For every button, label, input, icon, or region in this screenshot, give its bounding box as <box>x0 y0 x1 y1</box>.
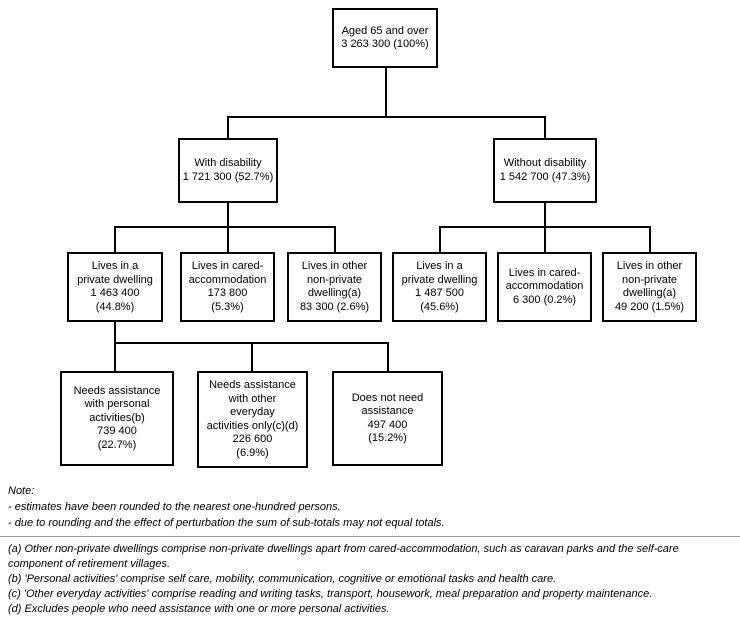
node-value: 49 200 (1.5%) <box>614 300 685 313</box>
node-wod-cared-accommodation: Lives in cared- accommodation 6 300 (0.2… <box>497 252 592 322</box>
node-label: non-private <box>621 273 678 286</box>
node-value: (22.7%) <box>97 438 137 451</box>
node-label: assistance <box>361 405 414 417</box>
node-value: 1 487 500 <box>415 287 464 299</box>
node-value: 497 400 <box>367 418 408 431</box>
node-value: 1 463 400 <box>90 287 140 299</box>
notes-title: Note: <box>8 485 35 497</box>
node-label: with personal <box>84 398 150 411</box>
node-value: 173 800 <box>207 287 248 299</box>
node-value: (44.8%) <box>95 300 135 313</box>
notes-section: Note: - estimates have been rounded to t… <box>8 483 734 531</box>
node-label: accommodation <box>188 273 267 286</box>
node-label: Lives in cared- <box>508 266 581 279</box>
note-line: - due to rounding and the effect of pert… <box>8 517 445 529</box>
node-wd-other-non-private: Lives in other non-private dwelling(a) 8… <box>287 252 382 322</box>
node-value: 1 721 300 (52.7%) <box>182 170 274 183</box>
node-with-disability: With disability 1 721 300 (52.7%) <box>178 138 278 203</box>
node-label: Needs assistance <box>209 379 296 391</box>
node-label: Lives in other <box>301 260 368 272</box>
node-value: 83 300 (2.6%) <box>299 300 370 313</box>
note-line: - estimates have been rounded to the nea… <box>8 501 341 513</box>
node-label: Lives in cared- <box>191 260 264 272</box>
node-label: Needs assistance <box>73 384 161 397</box>
node-label: Lives in other <box>616 260 683 272</box>
node-needs-personal-assistance: Needs assistance with personal activitie… <box>60 371 174 466</box>
node-without-disability: Without disability 1 542 700 (47.3%) <box>493 138 597 203</box>
node-value: 226 600 <box>232 433 273 445</box>
node-value: 739 400 <box>97 425 137 438</box>
node-label: With disability <box>194 157 262 169</box>
node-wd-private-dwelling: Lives in a private dwelling 1 463 400 (4… <box>67 252 163 322</box>
node-label: everyday <box>230 406 275 418</box>
node-needs-other-everyday-assistance: Needs assistance with other everyday act… <box>197 371 308 468</box>
footnote-b: (b) 'Personal activities' comprise self … <box>8 572 557 585</box>
node-aged-65-and-over: Aged 65 and over 3 263 300 (100%) <box>332 8 438 68</box>
node-label: with other <box>228 392 277 405</box>
node-label: non-private <box>306 273 363 286</box>
node-value: 6 300 (0.2%) <box>513 293 576 306</box>
node-label: Lives in a <box>91 260 139 272</box>
node-value: (45.6%) <box>420 300 459 313</box>
node-label: private dwelling <box>77 273 153 286</box>
node-value: (15.2%) <box>368 432 407 444</box>
node-label: accommodation <box>505 280 584 293</box>
node-wd-cared-accommodation: Lives in cared- accommodation 173 800 (5… <box>180 252 275 322</box>
node-value: (6.9%) <box>236 446 269 459</box>
node-label: Aged 65 and over <box>341 24 429 37</box>
node-wod-private-dwelling: Lives in a private dwelling 1 487 500 (4… <box>392 252 487 322</box>
node-label: private dwelling <box>401 273 478 286</box>
node-value: (5.3%) <box>211 300 244 313</box>
node-value: 3 263 300 (100%) <box>341 38 429 50</box>
node-label: activities only(c)(d) <box>206 419 299 432</box>
footnotes-section: (a) Other non-private dwellings comprise… <box>8 542 736 617</box>
node-label: Without disability <box>503 157 587 169</box>
footnotes-divider <box>0 536 740 537</box>
footnote-c: (c) 'Other everyday activities' comprise… <box>8 587 653 600</box>
node-does-not-need-assistance: Does not need assistance 497 400 (15.2%) <box>332 371 443 466</box>
node-label: dwelling(a) <box>622 287 677 299</box>
footnote-d: (d) Excludes people who need assistance … <box>8 602 390 615</box>
node-wod-other-non-private: Lives in other non-private dwelling(a) 4… <box>602 252 697 322</box>
node-value: 1 542 700 (47.3%) <box>499 170 591 183</box>
node-label: activities(b) <box>89 411 145 424</box>
footnote-a: (a) Other non-private dwellings comprise… <box>8 543 679 570</box>
node-label: Lives in a <box>416 260 463 272</box>
node-label: dwelling(a) <box>307 287 362 299</box>
node-label: Does not need <box>351 391 424 404</box>
